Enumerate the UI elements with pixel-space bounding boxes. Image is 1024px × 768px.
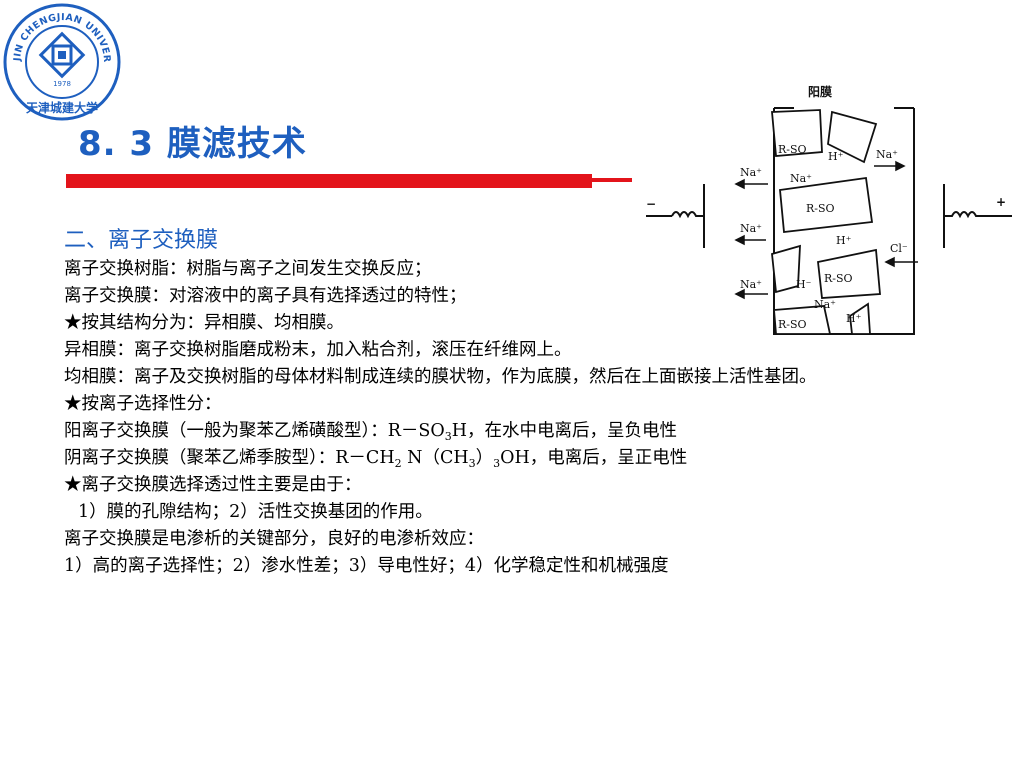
title-underline — [66, 174, 592, 188]
anion-text-a: 阴离子交换膜（聚苯乙烯季胺型）：R－CH — [64, 448, 395, 468]
text-line-3: ★按其结构分为：异相膜、均相膜。 — [64, 313, 344, 333]
electrode-plus: + — [996, 195, 1006, 209]
resin-label-4: R-SO — [778, 318, 807, 331]
text-line-8: 阴离子交换膜（聚苯乙烯季胺型）：R－CH2 N（CH3）3OH，电离后，呈正电性 — [64, 445, 964, 472]
ion-na-5: Na⁺ — [740, 278, 762, 291]
ion-h-4: H⁺ — [846, 312, 862, 325]
ion-na-3: Na⁺ — [876, 148, 898, 161]
anion-sub-2: 3 — [468, 457, 476, 470]
cation-text-a: 阳离子交换膜（一般为聚苯乙烯磺酸型）：R－SO — [64, 421, 445, 441]
resin-label-1: R-SO — [778, 143, 807, 156]
university-seal-icon: TIANJIN CHENGJIAN UNIVERSITY 1978 天津城建大学 — [2, 0, 121, 121]
text-line-10: 1）膜的孔隙结构；2）活性交换基团的作用。 — [78, 502, 433, 522]
resin-label-2: R-SO — [806, 202, 835, 215]
university-logo: TIANJIN CHENGJIAN UNIVERSITY 1978 天津城建大学 — [2, 0, 122, 124]
left-band — [0, 0, 120, 768]
section-heading: 二、离子交换膜 — [64, 228, 219, 253]
logo-chinese-name: 天津城建大学 — [26, 100, 98, 115]
text-line-11: 离子交换膜是电渗析的关键部分，良好的电渗析效应： — [64, 529, 484, 549]
anion-text-c: ） — [475, 448, 494, 468]
text-line-12: 1）高的离子选择性；2）渗水性差；3）导电性好；4）化学稳定性和机械强度 — [64, 556, 669, 576]
resin-label-3: R-SO — [824, 272, 853, 285]
anion-sub-1: 2 — [394, 457, 402, 470]
anion-text-b: N（CH — [401, 448, 469, 468]
text-line-4: 异相膜：离子交换树脂磨成粉末，加入粘合剂，滚压在纤维网上。 — [64, 340, 572, 360]
slide-title: 8. 3 膜滤技术 — [78, 124, 307, 164]
text-line-1: 离子交换树脂：树脂与离子之间发生交换反应； — [64, 259, 432, 279]
slide-content: 二、离子交换膜 离子交换树脂：树脂与离子之间发生交换反应； 离子交换膜：对溶液中… — [64, 226, 964, 580]
anion-text-d: OH，电离后，呈正电性 — [500, 448, 688, 468]
text-line-7: 阳离子交换膜（一般为聚苯乙烯磺酸型）：R－SO3H，在水中电离后，呈负电性 — [64, 418, 944, 445]
ion-na-4: Na⁺ — [740, 222, 762, 235]
text-line-5: 均相膜：离子及交换树脂的母体材料制成连续的膜状物，作为底膜，然后在上面嵌接上活性… — [64, 367, 817, 387]
ion-cl: Cl⁻ — [890, 242, 908, 255]
logo-year: 1978 — [53, 80, 71, 88]
ion-na-1: Na⁺ — [740, 166, 762, 179]
text-line-2: 离子交换膜：对溶液中的离子具有选择透过的特性； — [64, 286, 467, 306]
title-underline-thin — [592, 178, 632, 182]
text-line-6: ★按离子选择性分： — [64, 394, 222, 414]
ion-h-2: H⁺ — [836, 234, 852, 247]
ion-h-3: H⁻ — [796, 278, 812, 291]
ion-h-1: H⁺ — [828, 150, 844, 163]
electrode-minus: − — [646, 197, 656, 211]
cation-text-b: H，在水中电离后，呈负电性 — [451, 421, 678, 441]
ion-na-6: Na⁺ — [814, 298, 836, 311]
cation-sub: 3 — [444, 430, 452, 443]
text-line-9: ★离子交换膜选择透过性主要是由于： — [64, 475, 362, 495]
ion-na-2: Na⁺ — [790, 172, 812, 185]
ion-exchange-membrane-diagram: 阳膜 R-SO R-SO R-SO R-SO H⁺ H⁺ H⁻ H⁺ Na⁺ N… — [632, 72, 1024, 364]
diagram-top-label: 阳膜 — [808, 84, 832, 99]
anion-sub-3: 3 — [493, 457, 501, 470]
